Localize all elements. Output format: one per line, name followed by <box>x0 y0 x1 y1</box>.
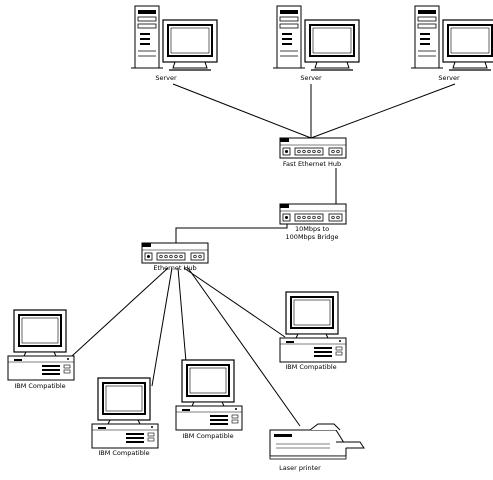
computer-icon <box>279 291 347 363</box>
computer-icon <box>7 309 75 381</box>
printer-label: Laser printer <box>279 464 321 472</box>
ethernet-hub-label: Ethernet Hub <box>153 264 196 272</box>
hub-icon <box>279 137 347 159</box>
computer-icon <box>175 359 243 431</box>
link-server-1-fast-hub <box>172 83 312 139</box>
client-label: IBM Compatible <box>98 449 149 457</box>
server-label: Server <box>438 74 460 82</box>
server-icon <box>410 5 493 71</box>
server-node-3: Server <box>410 5 493 82</box>
link-hub-client-3 <box>177 267 187 363</box>
computer-icon <box>91 377 159 449</box>
connection-lines <box>71 83 456 427</box>
server-node-1: Server <box>130 5 218 82</box>
client-node-4: IBM Compatible <box>279 291 347 371</box>
server-icon <box>130 5 218 71</box>
link-hub-client-2 <box>151 267 173 387</box>
client-node-2: IBM Compatible <box>91 377 159 457</box>
link-bridge-ethernet-hub <box>175 218 288 243</box>
bridge-icon <box>279 203 347 225</box>
link-hub-client-4 <box>183 267 286 338</box>
printer-icon <box>269 423 365 460</box>
bridge-node: 10Mbps to 100Mbps Bridge <box>279 203 347 241</box>
server-icon <box>272 5 360 71</box>
client-label: IBM Compatible <box>14 382 65 390</box>
bridge-label-line-2: 100Mbps Bridge <box>286 233 339 241</box>
fast-ethernet-hub-node: Fast Ethernet Hub <box>279 137 347 168</box>
client-node-3: IBM Compatible <box>175 359 243 440</box>
laser-printer-node: Laser printer <box>269 423 365 472</box>
server-node-2: Server <box>272 5 360 82</box>
hub-icon <box>141 242 209 264</box>
fast-hub-label: Fast Ethernet Hub <box>283 160 341 168</box>
link-server-3-fast-hub <box>310 83 456 139</box>
server-label: Server <box>300 74 322 82</box>
bridge-label-line-1: 10Mbps to <box>295 225 329 233</box>
link-hub-client-1 <box>71 267 169 357</box>
client-node-1: IBM Compatible <box>7 309 75 390</box>
ethernet-hub-node: Ethernet Hub <box>141 242 209 272</box>
client-label: IBM Compatible <box>182 432 233 440</box>
client-label: IBM Compatible <box>285 363 336 371</box>
link-hub-printer <box>187 267 301 427</box>
server-label: Server <box>155 74 177 82</box>
